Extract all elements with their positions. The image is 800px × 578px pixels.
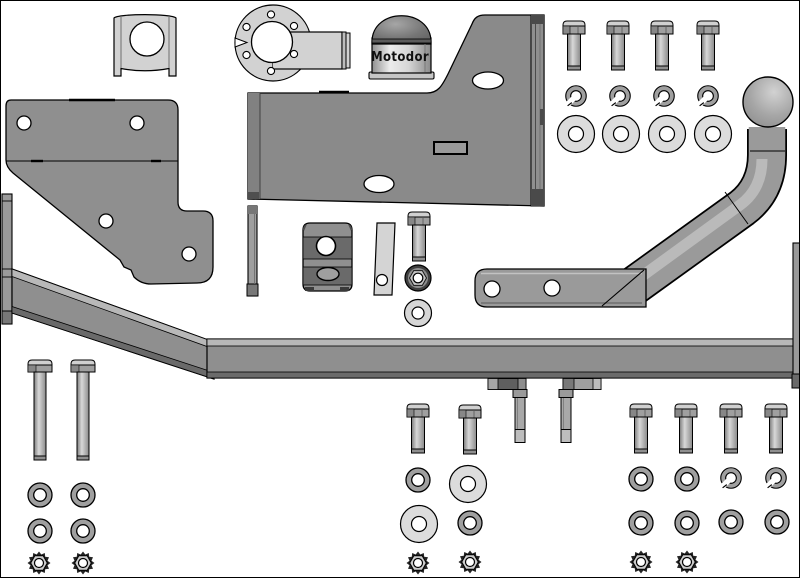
ball-arm xyxy=(474,76,794,308)
bolt-long xyxy=(70,359,96,461)
washer-med xyxy=(70,518,96,544)
bolt-short xyxy=(629,403,653,454)
side-bracket-holes xyxy=(16,115,197,262)
washer-med xyxy=(27,482,53,508)
washer-large xyxy=(448,464,488,504)
flange-notch xyxy=(234,37,249,48)
gusset-slot-upper xyxy=(471,71,505,90)
washer-med xyxy=(27,518,53,544)
washer-med xyxy=(457,510,483,536)
bolt-short xyxy=(674,403,698,454)
ball-flange-plate xyxy=(234,4,351,82)
washer-med xyxy=(718,509,744,535)
ball-cover-brand-label: Motodor xyxy=(371,49,429,65)
crossbar xyxy=(1,193,799,443)
spring-washer xyxy=(764,470,784,490)
bolt-short xyxy=(696,20,720,71)
flange-bolt-holes xyxy=(242,10,299,76)
washer-med xyxy=(674,466,700,492)
hex-nut xyxy=(674,549,700,575)
washer-large xyxy=(399,504,439,544)
ball-cover: Motodor xyxy=(368,15,435,80)
bolt-long xyxy=(27,359,53,461)
clamp-bracket xyxy=(113,14,177,77)
spring-washer xyxy=(719,470,739,490)
side-bracket xyxy=(5,98,214,285)
shim-strip-hole xyxy=(375,273,389,287)
bolt-short xyxy=(406,403,430,454)
bolt-short xyxy=(606,20,630,71)
spring-washer xyxy=(608,88,628,108)
ball-arm-hole xyxy=(483,280,501,298)
spring-washer xyxy=(564,88,584,108)
clamp-bracket-hole xyxy=(129,21,165,57)
hex-nut xyxy=(70,550,96,576)
washer-med xyxy=(405,467,431,493)
bolt-short xyxy=(719,403,743,454)
hex-nut xyxy=(628,549,654,575)
spacer-block xyxy=(302,222,353,292)
flange-center-hole xyxy=(250,20,294,64)
tow-ball xyxy=(742,76,794,128)
washer-light xyxy=(403,298,433,328)
hex-nut xyxy=(26,550,52,576)
hanger-strap xyxy=(246,205,259,297)
spring-washer xyxy=(696,88,716,108)
spring-washer xyxy=(652,88,672,108)
hex-nut xyxy=(405,550,431,576)
hanger-stud xyxy=(487,378,528,443)
hanger-stud xyxy=(558,378,602,443)
washer-med xyxy=(628,466,654,492)
nut-flanged xyxy=(404,264,432,292)
washer-med xyxy=(674,510,700,536)
bolt-short xyxy=(562,20,586,71)
spacer-block-hole xyxy=(315,235,337,257)
gusset-slot-lower xyxy=(363,174,395,194)
washer-med xyxy=(628,510,654,536)
washer-large xyxy=(647,114,687,154)
gusset-plate xyxy=(247,14,545,207)
gusset-slot-rect xyxy=(433,141,468,155)
hex-nut xyxy=(457,549,483,575)
spacer-block-slot xyxy=(316,266,340,282)
washer-med xyxy=(70,482,96,508)
bolt-short xyxy=(458,404,482,455)
shim-strip xyxy=(373,222,396,296)
bolt-short xyxy=(764,403,788,454)
bolt-short xyxy=(407,211,431,262)
bolt-short xyxy=(650,20,674,71)
washer-large xyxy=(556,114,596,154)
washer-large xyxy=(693,114,733,154)
washer-med xyxy=(764,509,790,535)
ball-arm-hole xyxy=(543,279,561,297)
washer-large xyxy=(601,114,641,154)
